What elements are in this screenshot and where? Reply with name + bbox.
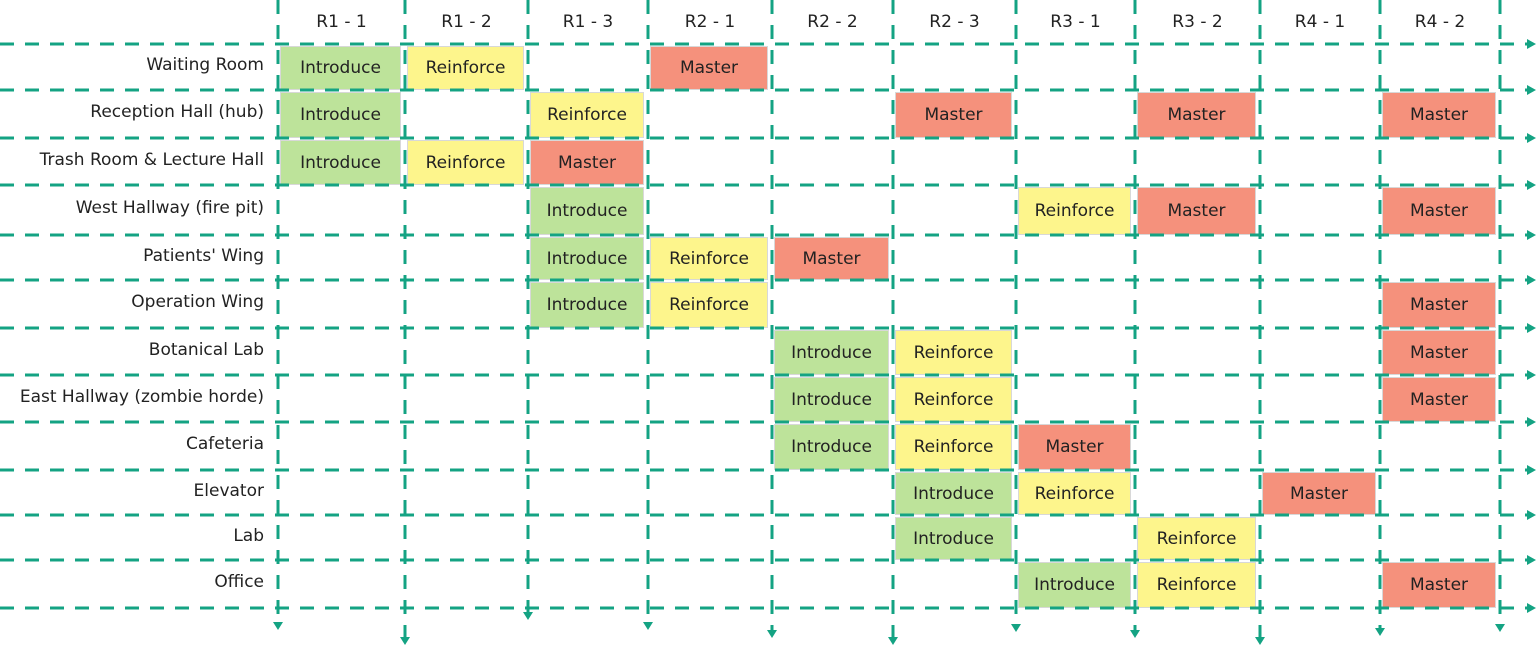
arrow-right-icon — [1527, 603, 1536, 613]
cell-introduce: Introduce — [530, 187, 644, 235]
cell-reinforce: Reinforce — [1018, 187, 1131, 235]
arrow-down-icon — [1011, 624, 1021, 632]
column-header: R4 - 1 — [1294, 12, 1346, 32]
cell-introduce: Introduce — [774, 330, 889, 375]
arrow-down-icon — [767, 630, 777, 638]
cell-introduce: Introduce — [895, 517, 1012, 560]
column-header: R3 - 2 — [1172, 12, 1223, 32]
cell-master: Master — [1382, 92, 1496, 138]
cell-master: Master — [1018, 424, 1131, 470]
column-header: R4 - 2 — [1414, 12, 1466, 32]
row-label: Patients' Wing — [143, 245, 264, 266]
arrow-right-icon — [1527, 323, 1536, 333]
cell-reinforce: Reinforce — [895, 424, 1012, 470]
arrow-down-icon — [273, 622, 283, 630]
cell-introduce: Introduce — [530, 282, 644, 328]
cell-introduce: Introduce — [280, 92, 401, 138]
row-label: Botanical Lab — [148, 339, 264, 360]
arrow-right-icon — [1527, 275, 1536, 285]
cell-master: Master — [1382, 377, 1496, 422]
arrow-down-icon — [643, 622, 653, 630]
row-label: Trash Room & Lecture Hall — [39, 149, 264, 170]
arrow-down-icon — [1255, 637, 1265, 645]
cell-reinforce: Reinforce — [895, 377, 1012, 422]
cell-master: Master — [1382, 562, 1496, 608]
arrow-down-icon — [523, 612, 533, 620]
cell-master: Master — [1262, 472, 1376, 515]
cell-reinforce: Reinforce — [407, 46, 524, 90]
cell-reinforce: Reinforce — [1018, 472, 1131, 515]
arrow-right-icon — [1527, 370, 1536, 380]
cell-introduce: Introduce — [774, 377, 889, 422]
arrow-right-icon — [1527, 555, 1536, 565]
row-label: Reception Hall (hub) — [90, 102, 264, 122]
cell-reinforce: Reinforce — [530, 92, 644, 138]
row-label: Lab — [233, 525, 264, 546]
row-label: Office — [214, 572, 264, 592]
cell-master: Master — [774, 237, 889, 280]
column-header: R2 - 1 — [684, 12, 736, 32]
cell-master: Master — [1137, 187, 1256, 235]
arrow-down-icon — [888, 637, 898, 645]
cell-introduce: Introduce — [774, 424, 889, 470]
cell-reinforce: Reinforce — [407, 140, 524, 185]
cell-introduce: Introduce — [1018, 562, 1131, 608]
arrow-down-icon — [1130, 630, 1140, 638]
cell-master: Master — [1137, 92, 1256, 138]
arrow-down-icon — [400, 637, 410, 645]
cell-reinforce: Reinforce — [895, 330, 1012, 375]
column-header: R3 - 1 — [1050, 12, 1101, 32]
arrow-right-icon — [1527, 510, 1536, 520]
cell-introduce: Introduce — [895, 472, 1012, 515]
cell-master: Master — [1382, 282, 1496, 328]
arrow-right-icon — [1527, 465, 1536, 475]
cell-introduce: Introduce — [530, 237, 644, 280]
row-label: Waiting Room — [146, 55, 264, 75]
row-label: Elevator — [193, 480, 264, 501]
cell-reinforce: Reinforce — [650, 237, 768, 280]
cell-reinforce: Reinforce — [1137, 517, 1256, 560]
row-label: West Hallway (fire pit) — [75, 198, 264, 218]
cell-master: Master — [1382, 330, 1496, 375]
cell-master: Master — [895, 92, 1012, 138]
cell-reinforce: Reinforce — [1137, 562, 1256, 608]
arrow-down-icon — [1495, 624, 1505, 632]
arrow-right-icon — [1527, 85, 1536, 95]
cell-master: Master — [650, 46, 768, 90]
row-label: East Hallway (zombie horde) — [19, 386, 264, 407]
row-label: Operation Wing — [131, 292, 264, 312]
arrow-right-icon — [1527, 39, 1536, 49]
arrow-right-icon — [1527, 230, 1536, 240]
arrow-right-icon — [1527, 180, 1536, 190]
arrow-right-icon — [1527, 417, 1536, 427]
column-header: R2 - 3 — [929, 12, 980, 32]
column-header: R2 - 2 — [807, 12, 858, 32]
arrow-right-icon — [1527, 133, 1536, 143]
cell-master: Master — [530, 140, 644, 185]
cell-reinforce: Reinforce — [650, 282, 768, 328]
column-header: R1 - 1 — [316, 12, 367, 32]
column-header: R1 - 3 — [562, 12, 614, 32]
cell-introduce: Introduce — [280, 46, 401, 90]
row-label: Cafeteria — [186, 434, 264, 454]
arrow-down-icon — [1375, 628, 1385, 636]
column-header: R1 - 2 — [441, 12, 492, 32]
cell-introduce: Introduce — [280, 140, 401, 185]
cell-master: Master — [1382, 187, 1496, 235]
